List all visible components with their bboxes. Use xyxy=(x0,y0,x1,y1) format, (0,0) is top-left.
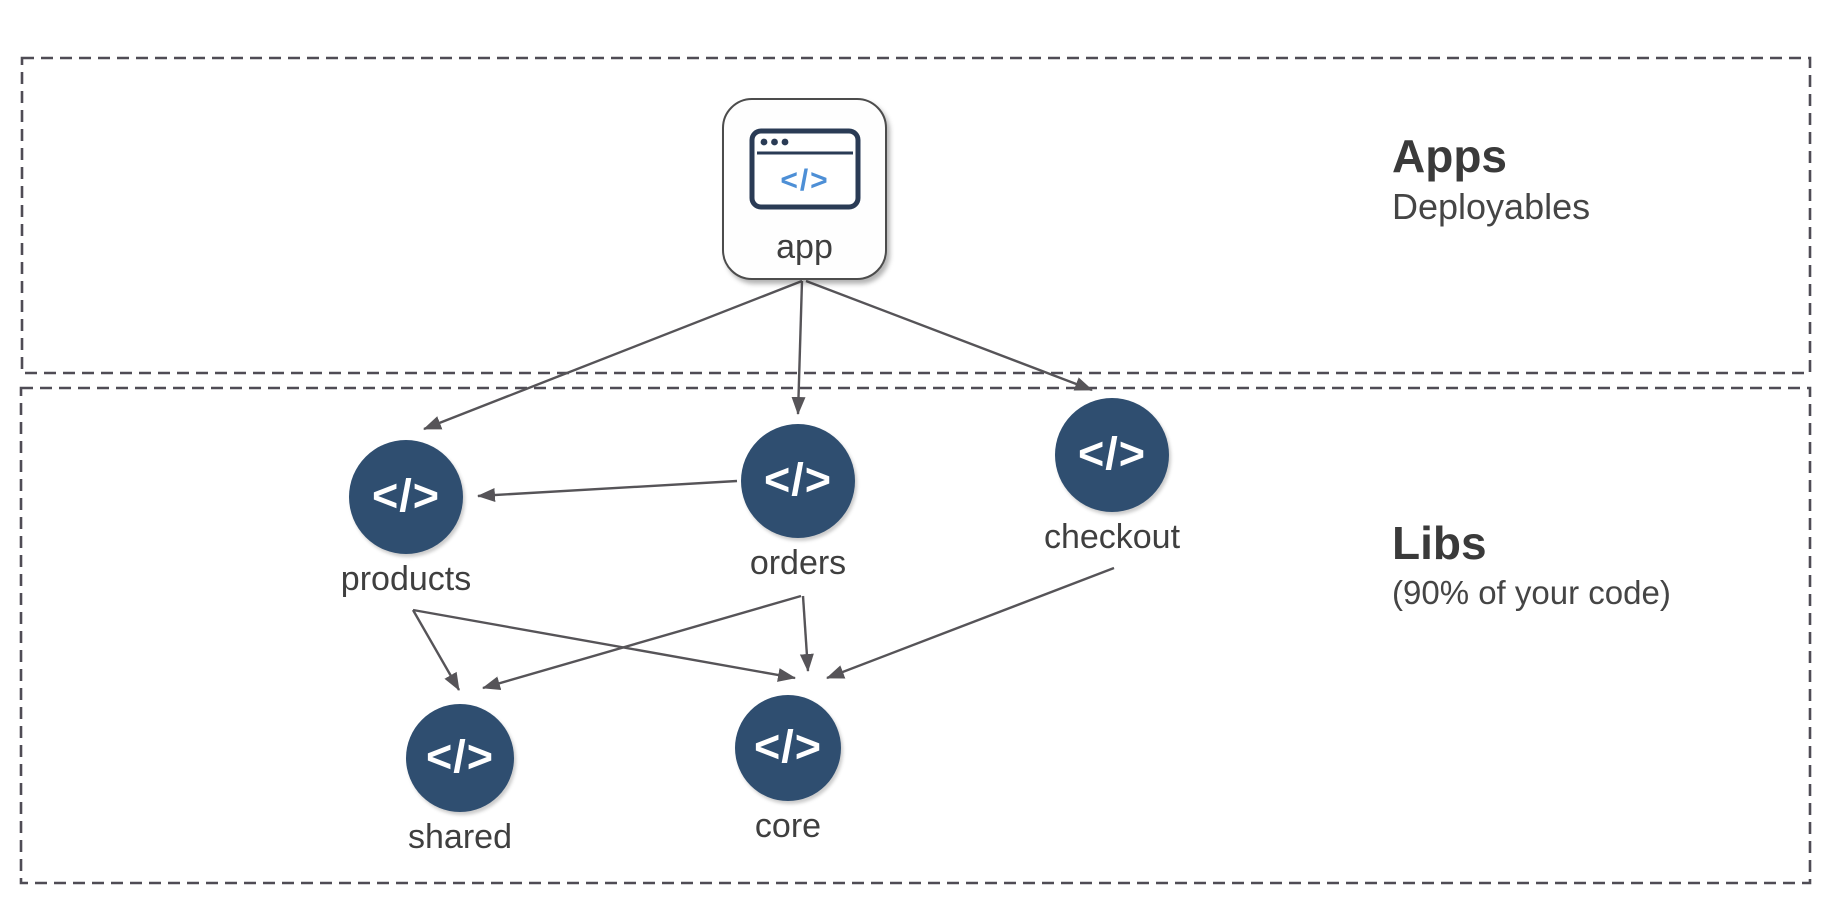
libs-section-subtitle: (90% of your code) xyxy=(1392,574,1671,611)
lib-node-label: shared xyxy=(408,818,512,856)
lib-node-shared: </> shared xyxy=(360,704,560,854)
lib-node-checkout: </> checkout xyxy=(1012,398,1212,554)
lib-node-products: </> products xyxy=(306,440,506,596)
code-glyph: </> xyxy=(763,453,833,505)
apps-section-border xyxy=(20,56,1812,375)
code-circle-icon: </> xyxy=(735,695,841,801)
libs-section-label: Libs (90% of your code) xyxy=(1392,515,1671,615)
dependency-edges xyxy=(411,279,1115,691)
code-circle-icon: </> xyxy=(1055,398,1169,512)
lib-node-label: checkout xyxy=(1043,518,1181,556)
browser-code-icon: </> xyxy=(749,128,860,210)
browser-dot-icon xyxy=(770,138,778,146)
code-circle-icon: </> xyxy=(406,704,514,812)
lib-node-core: </> core xyxy=(688,695,888,843)
apps-section-label: Apps Deployables xyxy=(1392,128,1590,230)
libs-section-border xyxy=(19,386,1812,885)
apps-section-title: Apps xyxy=(1392,130,1507,182)
code-glyph: </> xyxy=(753,720,823,772)
edge-orders-to-products xyxy=(477,479,738,503)
browser-dot-icon xyxy=(781,138,788,146)
lib-node-label: core xyxy=(754,807,822,845)
edge-app-to-products xyxy=(423,279,803,431)
edge-app-to-checkout xyxy=(805,279,1093,392)
browser-dot-icon xyxy=(760,138,767,146)
lib-node-orders: </> orders xyxy=(698,424,898,580)
libs-section-title: Libs xyxy=(1392,517,1487,569)
code-circle-icon: </> xyxy=(741,424,855,538)
code-glyph: </> xyxy=(371,469,441,521)
edge-app-to-orders xyxy=(791,280,806,415)
code-glyph: </> xyxy=(1077,427,1147,479)
edge-orders-to-core xyxy=(799,595,814,672)
lib-node-label: orders xyxy=(749,544,847,582)
apps-section-subtitle: Deployables xyxy=(1392,186,1591,227)
code-glyph: </> xyxy=(780,164,829,197)
app-node-label: app xyxy=(776,228,833,266)
edge-orders-to-shared xyxy=(482,594,802,690)
lib-node-label: products xyxy=(340,560,472,598)
code-glyph: </> xyxy=(425,730,495,782)
edge-products-to-core xyxy=(412,608,796,682)
edge-products-to-shared xyxy=(411,609,461,691)
app-node: </> app xyxy=(722,98,887,280)
edge-checkout-to-core xyxy=(826,566,1115,680)
code-circle-icon: </> xyxy=(349,440,463,554)
